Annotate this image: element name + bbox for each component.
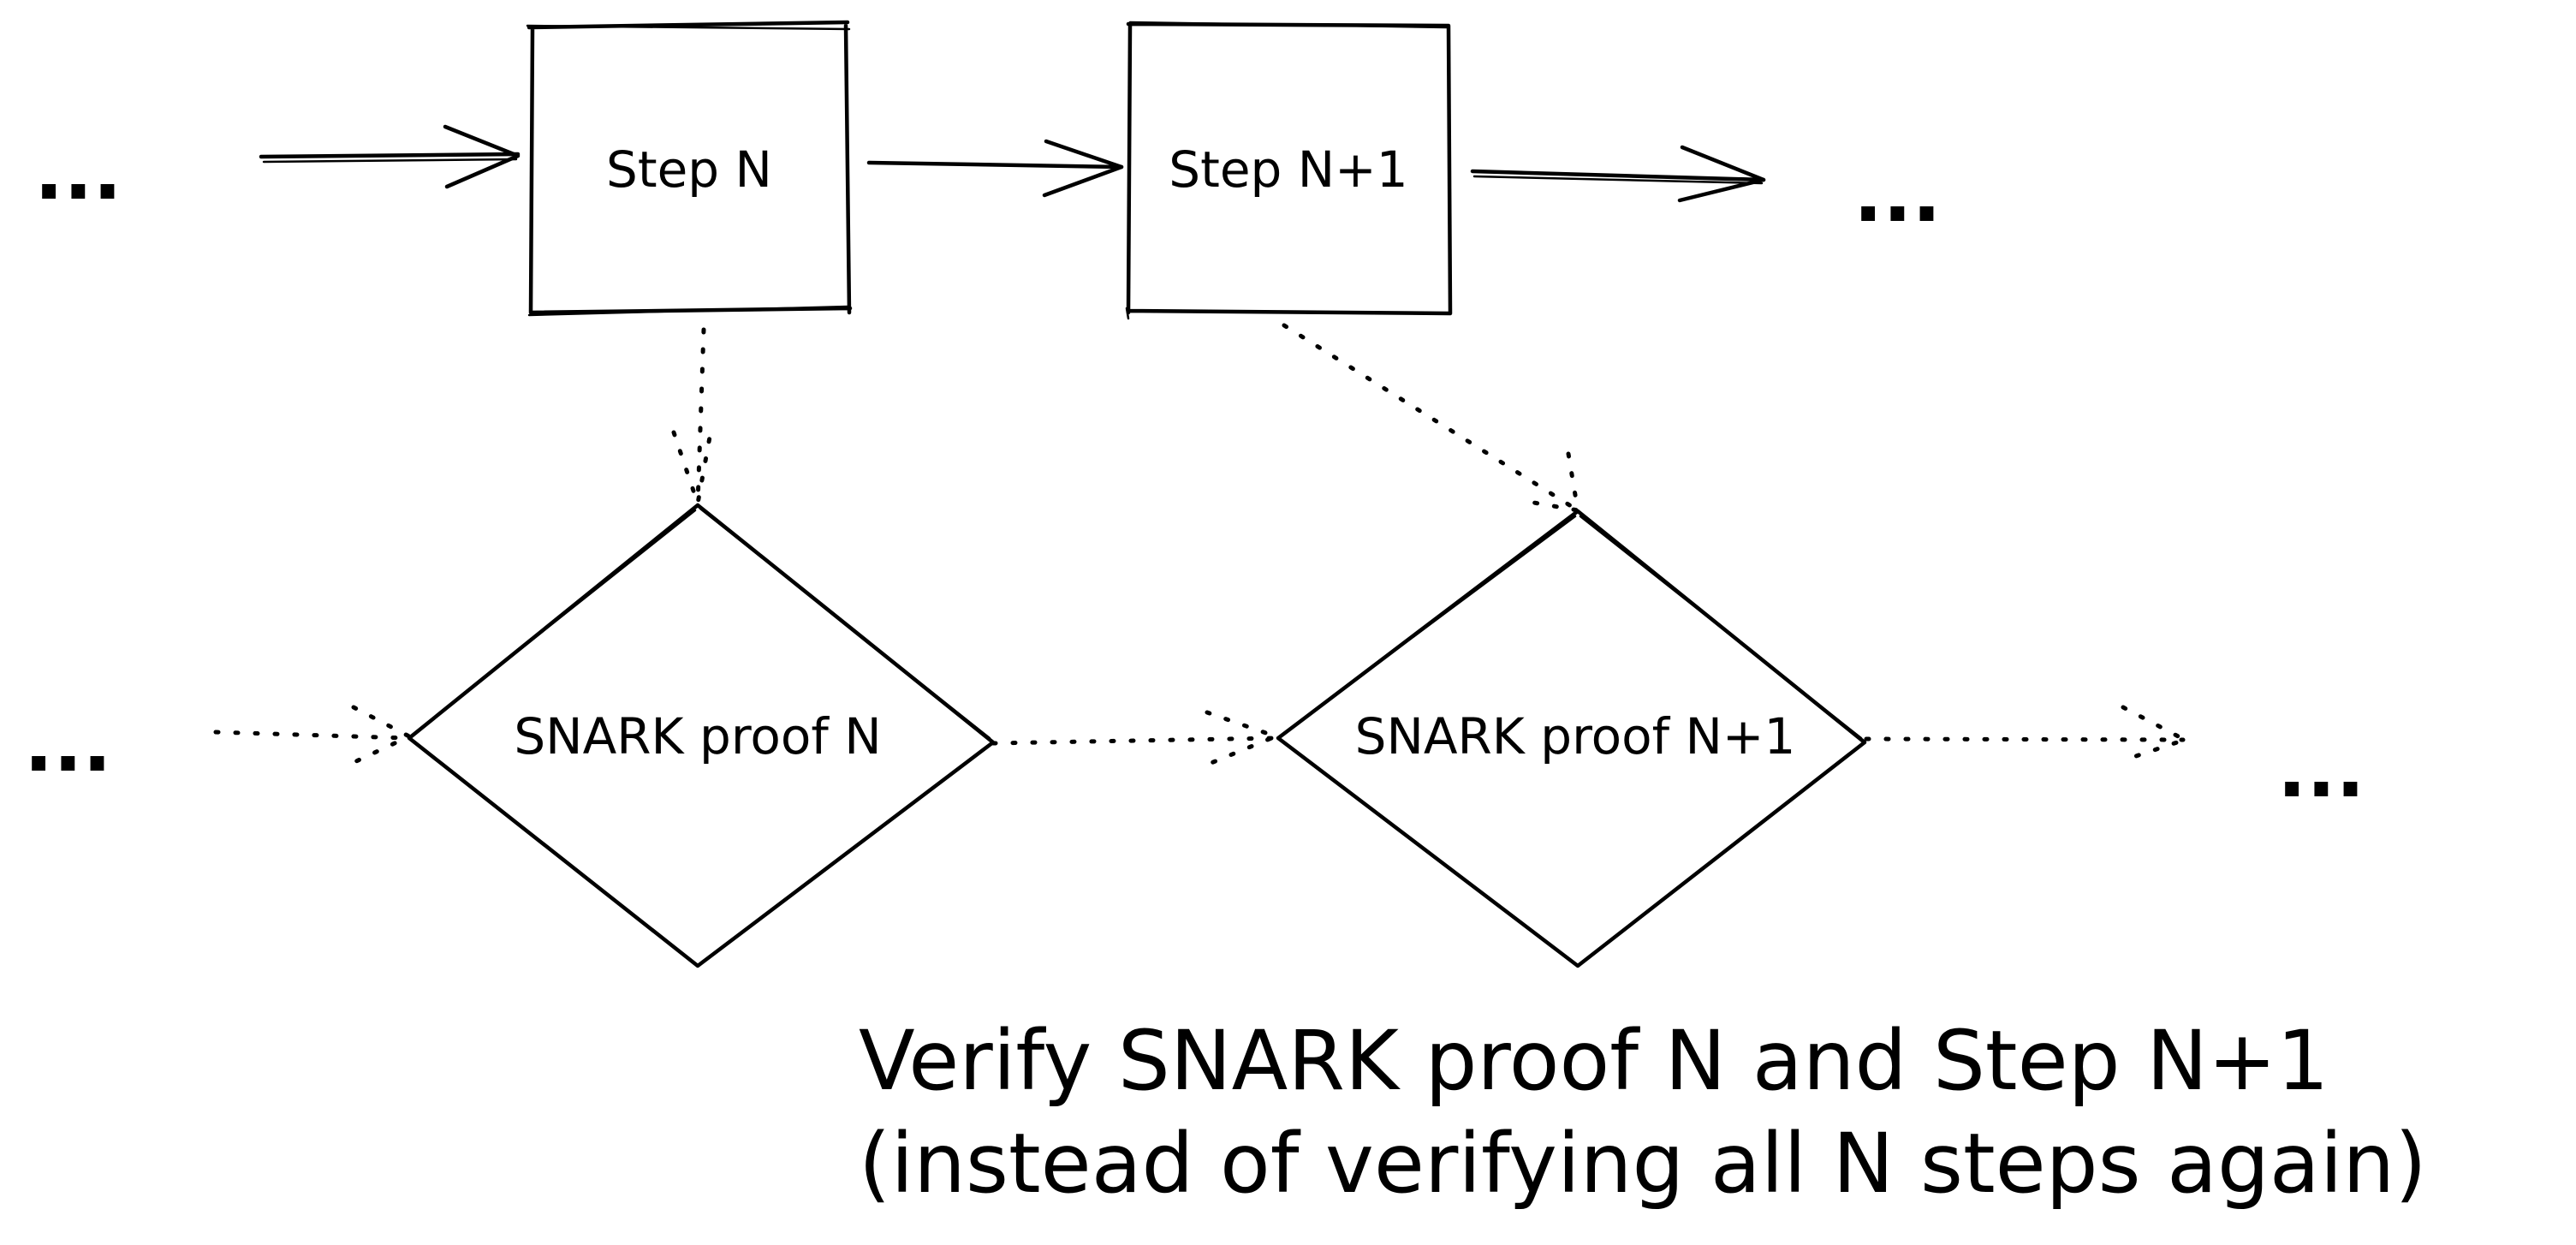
dotted-arrow-into-proof-n [213, 705, 414, 765]
step-n-plus-1-label: Step N+1 [1169, 140, 1407, 199]
caption-line-1: Verify SNARK proof N and Step N+1 [859, 1013, 2329, 1109]
dotted-arrow-proof-n-to-proof-n-plus-1 [991, 710, 1282, 767]
arrow-into-step-n [259, 124, 521, 189]
step-n-box[interactable]: Step N [526, 20, 853, 317]
step-n-label: Step N [606, 140, 772, 199]
dotted-arrow-step-n-to-proof-n [671, 327, 713, 506]
proof-n-label: SNARK proof N [514, 707, 881, 765]
proof-n-plus-1-label: SNARK proof N+1 [1355, 707, 1796, 765]
step-n-plus-1-box[interactable]: Step N+1 [1125, 21, 1453, 320]
caption-line-2: (instead of verifying all N steps again) [859, 1116, 2427, 1212]
ellipsis-steps-after: ... [1853, 150, 1942, 240]
ellipsis-steps-before: ... [34, 128, 122, 217]
dotted-arrow-out-of-proof-n-plus-1 [1864, 705, 2191, 763]
ellipsis-proofs-before: ... [24, 700, 112, 789]
proof-n-diamond[interactable]: SNARK proof N [407, 503, 996, 968]
arrow-step-n-to-step-n-plus-1 [866, 139, 1124, 198]
arrow-out-of-step-n-plus-1 [1470, 145, 1766, 203]
dotted-arrow-step-n-plus-1-to-proof-n-plus-1 [1282, 323, 1581, 514]
ellipsis-proofs-after: ... [2277, 725, 2365, 815]
proof-n-plus-1-diamond[interactable]: SNARK proof N+1 [1276, 509, 1867, 968]
